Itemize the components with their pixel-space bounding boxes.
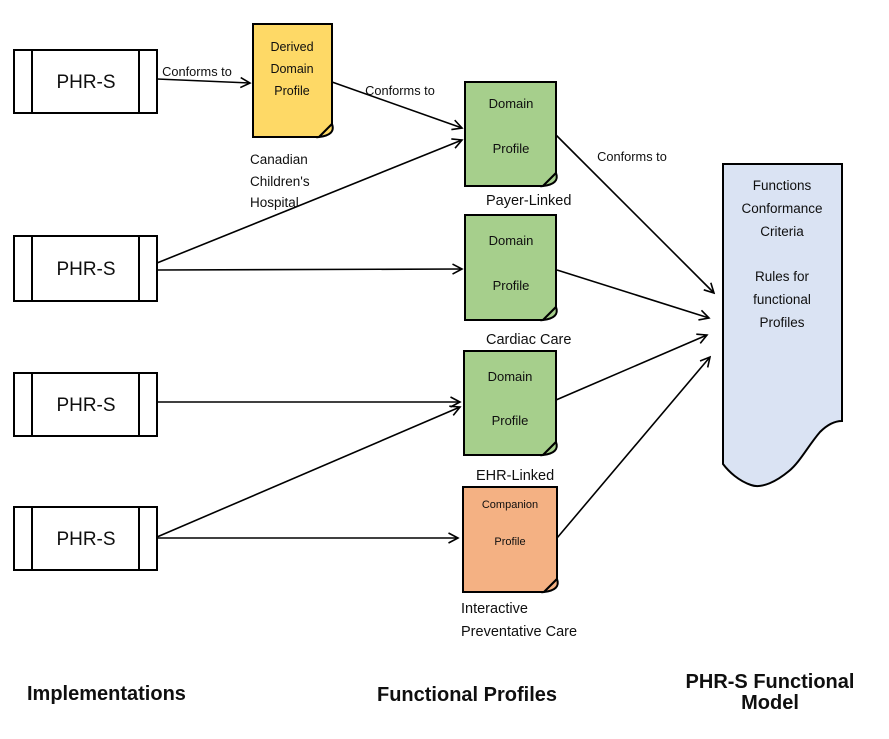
arrow-cardiac-to-model (556, 269, 709, 318)
note-body (463, 350, 557, 456)
note-folded-corner (540, 171, 558, 188)
arrow-phrs2-to-payer (156, 140, 462, 264)
model-text-line: Criteria (760, 224, 804, 239)
conforms-to-label-2: Conforms to (365, 83, 435, 98)
phrs-box-label: PHR-S (56, 72, 115, 93)
edges (156, 79, 714, 539)
conforms-to-label-1: Conforms to (162, 64, 232, 79)
note-caption-line: Hospital (250, 195, 299, 210)
note-folded-corner (540, 440, 558, 457)
arrow-companion-to-model (556, 357, 710, 539)
arrow-phrs1-to-derived (156, 79, 250, 83)
arrow-ehr-to-model (555, 335, 707, 401)
note-text-line: Domain (270, 62, 313, 76)
phrs-box-4: PHR-S (13, 506, 158, 571)
arrow-phrs2-to-cardiac (156, 269, 462, 270)
note-text-line: Domain (488, 369, 533, 384)
phrs-box-3: PHR-S (13, 372, 158, 437)
phrs-box-label: PHR-S (56, 395, 115, 416)
note-text-line: Domain (489, 96, 534, 111)
note-folded-corner (540, 305, 558, 322)
phrs-box-label: PHR-S (56, 259, 115, 280)
note-caption-line: Preventative Care (461, 624, 577, 640)
note-body (464, 214, 557, 321)
model-column-label-line2: Model (741, 692, 799, 714)
model-text-line: Rules for (755, 269, 810, 284)
note-caption: EHR-Linked (476, 468, 554, 484)
cardiac-care-note: Domain Profile Cardiac Care (464, 214, 571, 348)
note-folded-corner (541, 577, 559, 594)
payer-linked-note: Domain Profile Payer-Linked (464, 81, 571, 209)
note-caption-line: Children's (250, 174, 310, 189)
note-caption: Cardiac Care (486, 332, 571, 348)
note-caption-line: Interactive (461, 601, 528, 617)
note-text-line: Derived (270, 40, 313, 54)
phrs-box-label: PHR-S (56, 529, 115, 550)
derived-domain-profile-note: Derived Domain Profile Canadian Children… (250, 23, 334, 210)
note-text-line: Companion (482, 499, 538, 511)
functional-profiles-column-label: Functional Profiles (377, 684, 557, 706)
model-text-line: Functions (753, 178, 812, 193)
model-column-label-line1: PHR-S Functional (686, 671, 855, 693)
phrs-box-1: PHR-S (13, 49, 158, 114)
conforms-to-label-3: Conforms to (597, 149, 667, 164)
note-text-line: Domain (489, 233, 534, 248)
arrow-phrs4-to-ehr (156, 407, 460, 538)
companion-profile-note: Companion Profile Interactive Preventati… (461, 486, 577, 640)
model-text-line: Profiles (759, 315, 804, 330)
arrow-payer-to-model (555, 134, 714, 293)
note-caption-line: Canadian (250, 152, 308, 167)
note-text-line: Profile (274, 84, 309, 98)
model-text-line: Conformance (741, 201, 822, 216)
phrs-box-2: PHR-S (13, 235, 158, 302)
note-caption: Payer-Linked (486, 193, 571, 209)
ehr-linked-note: Domain Profile EHR-Linked (463, 350, 558, 484)
note-text-line: Profile (492, 413, 529, 428)
arrow-derived-to-payer (331, 81, 462, 128)
implementations-column-label: Implementations (27, 683, 186, 705)
note-text-line: Profile (493, 278, 530, 293)
note-text-line: Profile (493, 141, 530, 156)
note-text-line: Profile (494, 536, 525, 548)
model-text-line: functional (753, 292, 811, 307)
functional-model-shape: Functions Conformance Criteria Rules for… (722, 163, 843, 487)
note-folded-corner (316, 122, 334, 139)
model-body (722, 163, 843, 487)
